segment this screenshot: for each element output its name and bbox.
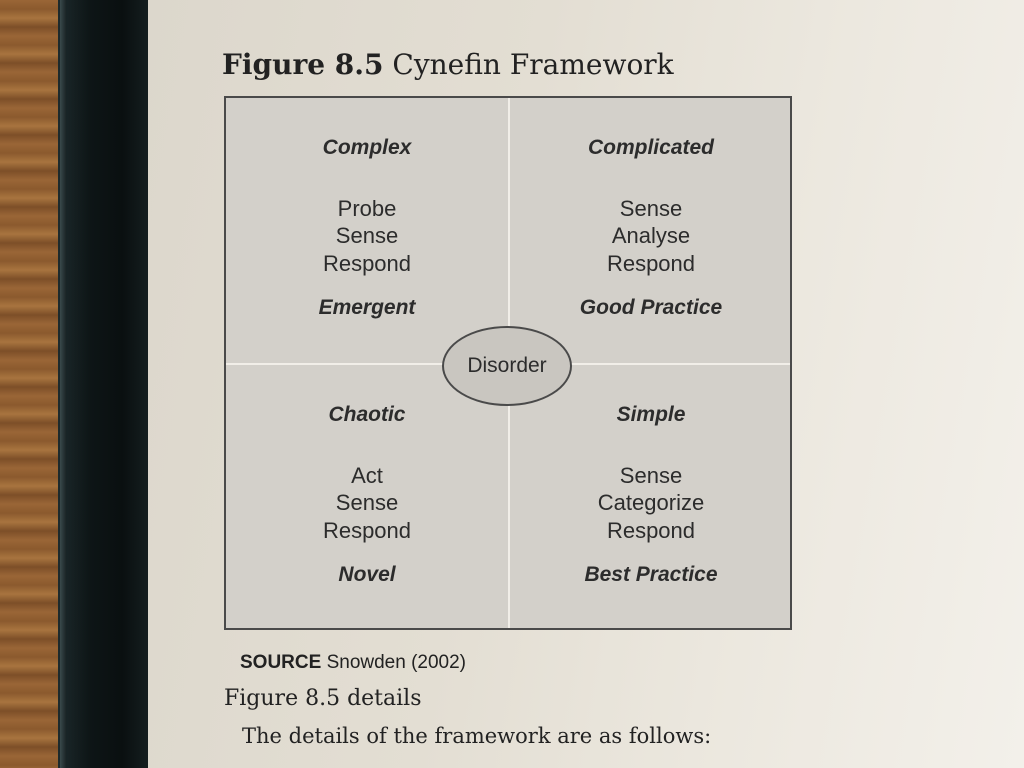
disorder-ellipse: Disorder	[442, 326, 572, 406]
figure-title-text: Cynefin Framework	[392, 48, 674, 81]
figure-source: SOURCE Snowden (2002)	[240, 652, 466, 674]
quadrant-step: Sense	[335, 490, 399, 515]
device-bezel	[58, 0, 150, 768]
quadrant-name: Complex	[322, 136, 412, 159]
source-label: SOURCE	[240, 652, 322, 673]
quadrant-step: Respond	[322, 518, 412, 543]
figure-title: Figure 8.5 Cynefin Framework	[222, 48, 674, 81]
quadrant-name: Complicated	[587, 136, 715, 159]
wood-table	[0, 0, 62, 768]
details-heading: Figure 8.5 details	[224, 686, 422, 711]
quadrant-complex: Complex Probe Sense Respond Emergent	[226, 98, 508, 363]
quadrant-step: Respond	[606, 251, 696, 276]
disorder-label: Disorder	[467, 354, 547, 377]
quadrant-practice: Emergent	[318, 296, 416, 319]
device-bezel-edge	[60, 0, 66, 768]
details-intro: The details of the framework are as foll…	[242, 724, 712, 748]
quadrant-practice: Good Practice	[579, 296, 723, 319]
quadrant-step: Respond	[322, 251, 412, 276]
quadrant-name: Chaotic	[328, 403, 406, 426]
quadrant-step: Categorize	[597, 490, 705, 515]
quadrant-simple: Simple Sense Categorize Respond Best Pra…	[510, 365, 792, 630]
quadrant-complicated: Complicated Sense Analyse Respond Good P…	[510, 98, 792, 363]
quadrant-chaotic: Chaotic Act Sense Respond Novel	[226, 365, 508, 630]
quadrant-step: Analyse	[611, 223, 691, 248]
quadrant-step: Sense	[619, 463, 683, 488]
figure-number: Figure 8.5	[222, 48, 384, 81]
quadrant-step: Sense	[335, 223, 399, 248]
reader-screen: Figure 8.5 Cynefin Framework Complex Pro…	[148, 0, 1024, 768]
quadrant-practice: Best Practice	[584, 563, 718, 586]
quadrant-step: Respond	[606, 518, 696, 543]
quadrant-name: Simple	[616, 403, 686, 426]
quadrant-step: Probe	[337, 196, 397, 221]
quadrant-step: Sense	[619, 196, 683, 221]
cynefin-diagram: Complex Probe Sense Respond Emergent Com…	[224, 96, 792, 630]
source-text: Snowden (2002)	[326, 652, 467, 673]
quadrant-step: Act	[351, 463, 383, 488]
quadrant-practice: Novel	[338, 563, 396, 586]
